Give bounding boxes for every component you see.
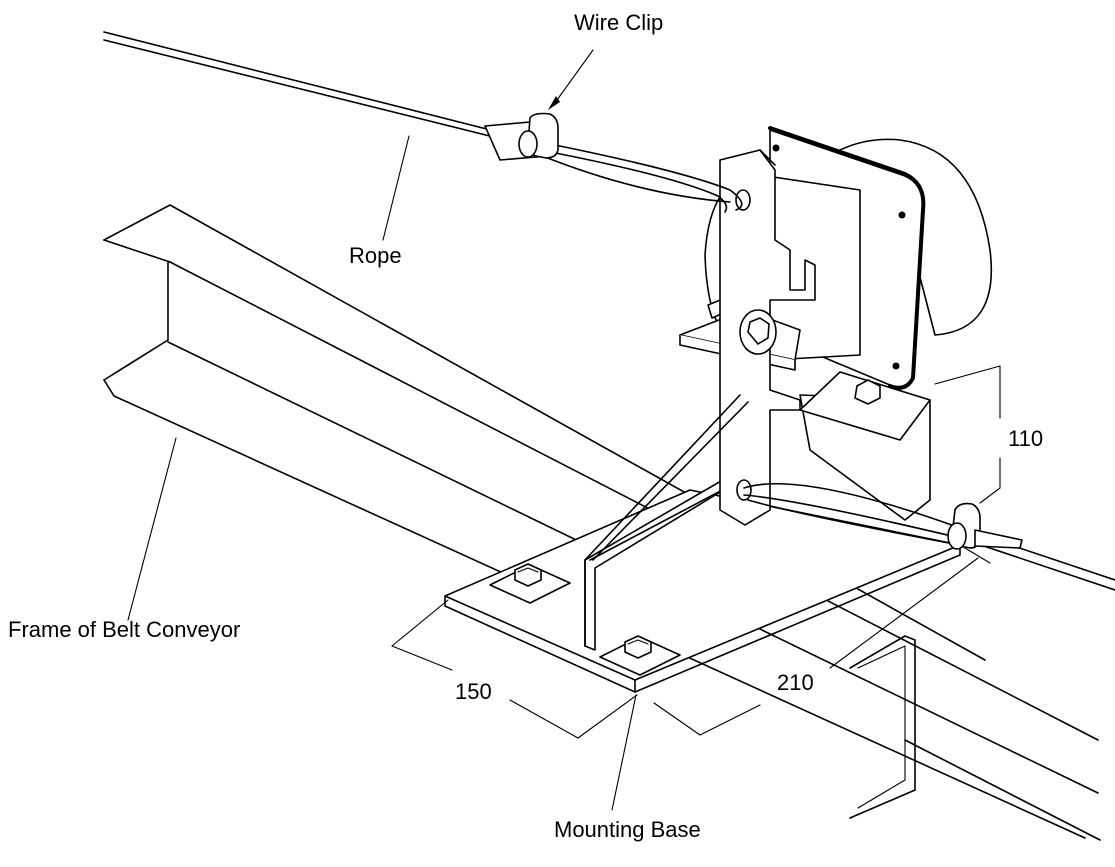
pull-wire-switch bbox=[679, 126, 993, 526]
bolt-pad-front bbox=[489, 563, 571, 604]
dimension-length: 210 bbox=[777, 670, 814, 695]
mounting-base-label: Mounting Base bbox=[554, 817, 701, 842]
dimension-lines bbox=[391, 365, 1001, 739]
bolt-pad-rear bbox=[599, 635, 681, 676]
rope-label: Rope bbox=[349, 243, 402, 268]
frame-label: Frame of Belt Conveyor bbox=[8, 617, 240, 642]
dimension-height: 110 bbox=[1008, 426, 1043, 451]
dimension-width: 150 bbox=[455, 679, 492, 704]
labels: Wire Clip Rope Frame of Belt Conveyor Mo… bbox=[8, 10, 1043, 842]
leader-lines bbox=[127, 49, 637, 811]
wire-clip-label: Wire Clip bbox=[574, 10, 663, 35]
rope-assembly bbox=[103, 31, 1115, 591]
